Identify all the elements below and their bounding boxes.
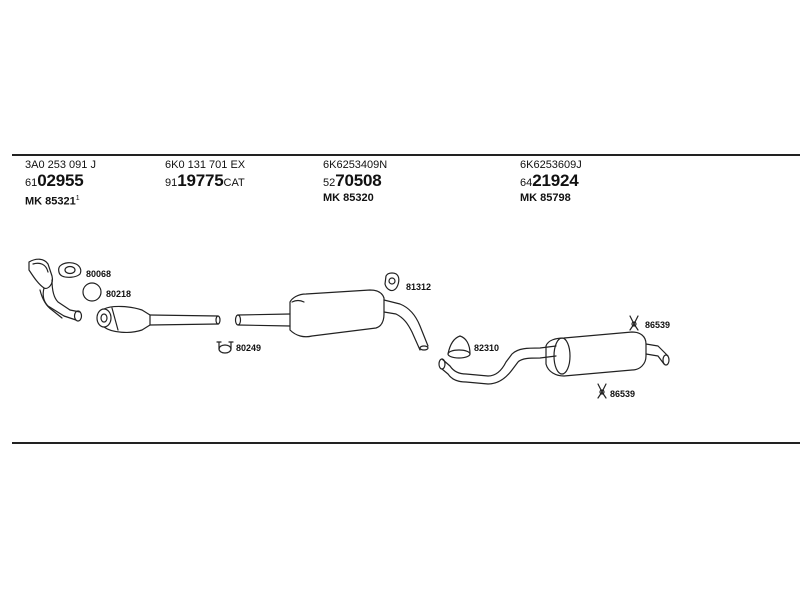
callout-80068: 80068 — [86, 269, 112, 279]
rubber-hanger-86539-top-drawing — [629, 315, 639, 331]
clamp-82310-drawing — [447, 335, 471, 359]
part-label-rear-silencer: 6K6253609J 6421924 MK 85798 — [520, 159, 582, 205]
gasket-80068-drawing — [58, 262, 82, 278]
front-pipe-drawing — [28, 258, 83, 322]
part-number-prefix: 61 — [25, 177, 38, 189]
mounting-kit-label: MK 85321 — [25, 195, 76, 208]
part-number-main: 02955 — [37, 171, 84, 190]
part-number-prefix: 52 — [323, 177, 336, 189]
rubber-hanger-81312-drawing — [384, 272, 400, 292]
mounting-kit-number: MK 85320 — [323, 192, 374, 204]
sealing-ring-80218-drawing — [82, 282, 102, 302]
oe-number: 6K0 131 701 EX — [165, 159, 246, 171]
part-number: 9119775CAT — [165, 172, 245, 192]
part-number-prefix: 91 — [165, 177, 178, 189]
part-number-prefix: 64 — [520, 177, 533, 189]
part-number: 6421924 — [520, 172, 582, 192]
part-label-middle-silencer: 6K6253409N 5270508 MK 85320 — [323, 159, 387, 205]
bottom-divider — [12, 442, 800, 444]
oe-number: 3A0 253 091 J — [25, 159, 96, 171]
callout-81312: 81312 — [406, 282, 432, 292]
oe-number: 6K6253409N — [323, 159, 388, 171]
rubber-hanger-86539-bottom-drawing — [597, 383, 607, 399]
callout-82310: 82310 — [474, 343, 500, 353]
part-number-main: 19775 — [177, 171, 224, 190]
oe-number: 6K6253609J — [520, 159, 582, 171]
part-number-main: 21924 — [532, 171, 579, 190]
callout-86539-bottom: 86539 — [610, 389, 636, 399]
rear-silencer-drawing — [545, 331, 670, 377]
callout-80249: 80249 — [236, 343, 262, 353]
part-label-front-pipe: 3A0 253 091 J 6102955 MK 853211 — [25, 159, 96, 209]
rear-pipe-drawing — [438, 345, 557, 385]
catalytic-converter-drawing — [96, 305, 221, 333]
part-number: 5270508 — [323, 172, 387, 192]
footnote-marker: 1 — [75, 195, 80, 202]
callout-86539-top: 86539 — [645, 320, 671, 330]
clamp-80249-drawing — [216, 341, 234, 354]
mounting-kit-number: MK 853211 — [25, 192, 96, 209]
part-label-catalytic-converter: 6K0 131 701 EX 9119775CAT — [165, 159, 245, 192]
middle-silencer-drawing — [234, 289, 429, 351]
part-number-main: 70508 — [335, 171, 382, 190]
part-number-suffix: CAT — [223, 177, 245, 189]
top-divider — [12, 154, 800, 156]
mounting-kit-number: MK 85798 — [520, 192, 571, 204]
callout-80218: 80218 — [106, 289, 132, 299]
part-number: 6102955 — [25, 172, 96, 192]
